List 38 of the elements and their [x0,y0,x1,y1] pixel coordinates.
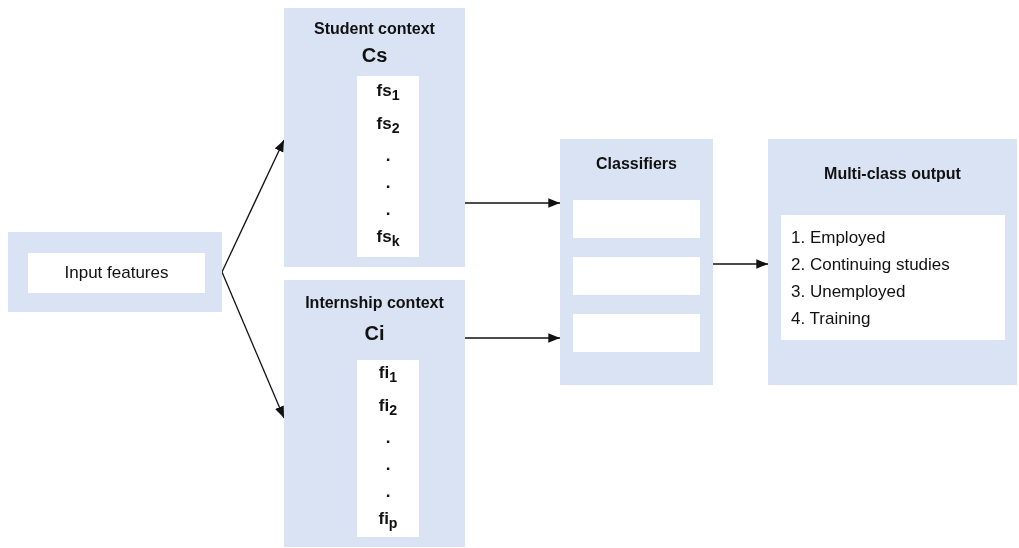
panel-heading: Ci [363,322,386,345]
classifier-box [573,200,700,238]
list-item: . [385,172,391,195]
classifier-box [573,314,700,352]
text-box [28,253,205,293]
context-panel [560,139,713,385]
context-panel [768,139,1017,385]
feature-list [357,76,419,257]
arrow [712,259,769,269]
feature-list [357,360,419,537]
feature-list [781,215,1005,340]
list-item: 4. Training [791,307,871,330]
arrow [464,198,561,208]
panel-heading: Student context [313,20,436,38]
context-panel [8,232,222,312]
panel-heading: Cs [360,44,389,67]
context-panel [284,8,465,267]
list-item: . [385,454,391,477]
list-item: . [385,199,391,222]
panel-heading: Classifiers [595,155,678,173]
list-item: fi$_{p}$ [378,508,398,534]
list-item: . [385,427,391,450]
classifier-box [573,257,700,295]
list-item: 3. Unemployed [791,280,906,303]
list-item: Input features [64,262,169,284]
panel-heading: Internship context [304,294,445,312]
list-item: fs$_{k}$ [376,226,400,252]
panel-heading: Multi-class output [823,165,962,183]
list-item: 1. Employed [791,226,886,249]
list-item: fs$_{1}$ [376,80,400,106]
list-item: 2. Continuing studies [791,253,950,276]
list-item: . [385,481,391,504]
arrow [464,333,561,343]
context-panel [284,280,465,547]
list-item: fi$_{1}$ [378,362,398,388]
list-item: . [385,145,391,168]
list-item: fs$_{2}$ [376,112,400,139]
list-item: fi$_{2}$ [378,394,398,421]
